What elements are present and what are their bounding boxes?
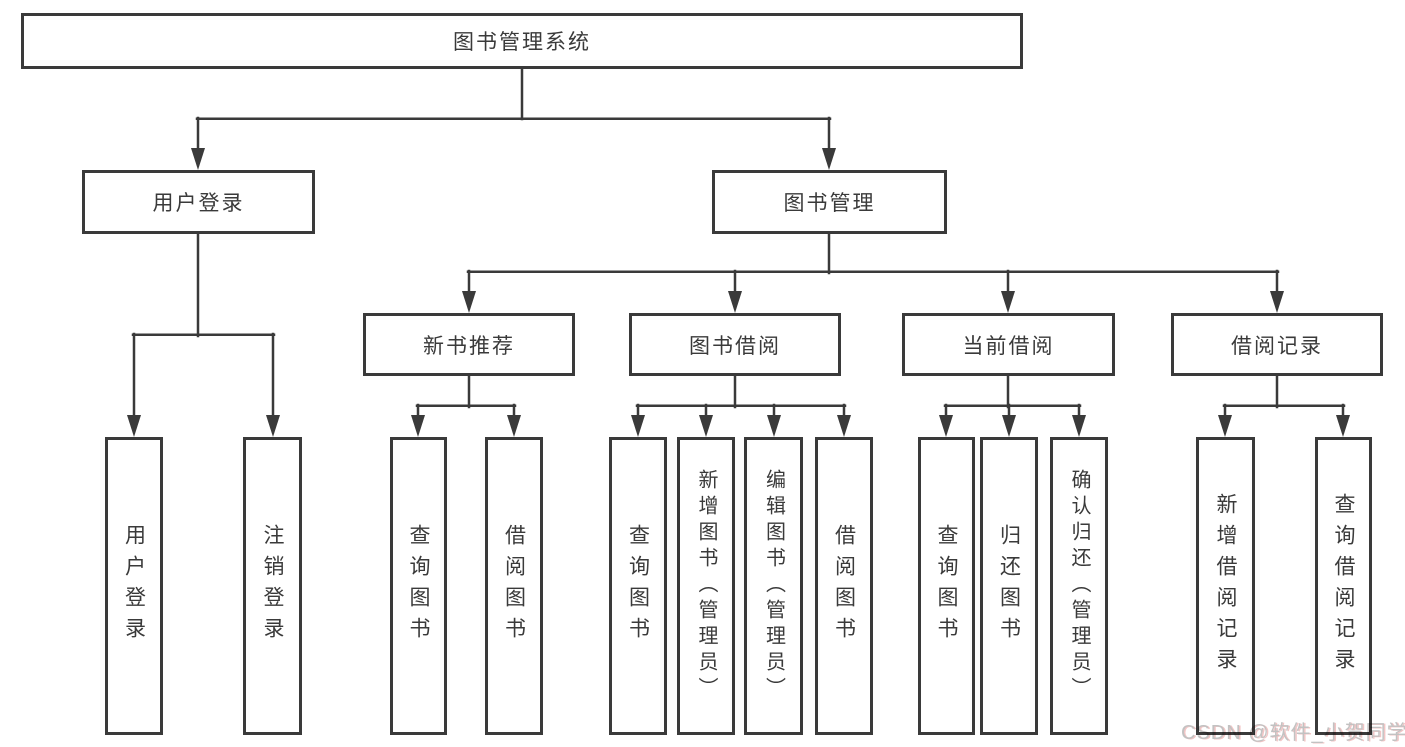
leaf-user-login-label: 用户登录 [122, 524, 146, 648]
leaf-bb-borrow-book: 借阅图书 [815, 437, 873, 735]
node-book-borrowing: 图书借阅 [629, 313, 841, 376]
node-current-borrowing: 当前借阅 [902, 313, 1115, 376]
node-book-management: 图书管理 [712, 170, 947, 234]
leaf-bb-borrow-book-label: 借阅图书 [832, 524, 856, 648]
leaf-nbr-query-book-label: 查询图书 [407, 524, 430, 648]
leaf-user-login: 用户登录 [105, 437, 163, 735]
leaf-bb-edit-book-admin: 编辑图书（管理员） [744, 437, 803, 735]
node-user-login: 用户登录 [82, 170, 315, 234]
leaf-bb-query-book-label: 查询图书 [626, 524, 650, 648]
node-user-login-label: 用户登录 [152, 192, 245, 215]
leaf-cb-return-book-label: 归还图书 [997, 524, 1021, 648]
leaf-bb-query-book: 查询图书 [609, 437, 667, 735]
leaf-br-query-record-label: 查询借阅记录 [1332, 493, 1355, 679]
leaf-bb-add-book-admin: 新增图书（管理员） [677, 437, 735, 735]
node-current-borrowing-label: 当前借阅 [962, 334, 1055, 358]
node-new-book-recommendation-label: 新书推荐 [423, 334, 515, 358]
leaf-bb-edit-book-admin-label: 编辑图书（管理员） [762, 469, 785, 703]
leaf-cb-return-book: 归还图书 [980, 437, 1038, 735]
leaf-nbr-query-book: 查询图书 [390, 437, 447, 735]
node-book-borrowing-label: 图书借阅 [689, 334, 781, 358]
leaf-nbr-borrow-book-label: 借阅图书 [502, 524, 526, 648]
leaf-bb-add-book-admin-label: 新增图书（管理员） [695, 469, 717, 703]
leaf-logout: 注销登录 [243, 437, 302, 735]
leaf-cb-confirm-return-admin-label: 确认归还（管理员） [1068, 469, 1090, 703]
leaf-cb-query-book: 查询图书 [918, 437, 975, 735]
leaf-br-add-record-label: 新增借阅记录 [1214, 493, 1237, 679]
node-root: 图书管理系统 [21, 13, 1023, 69]
leaf-br-query-record: 查询借阅记录 [1315, 437, 1372, 735]
node-borrowing-records-label: 借阅记录 [1231, 334, 1323, 358]
leaf-nbr-borrow-book: 借阅图书 [485, 437, 543, 735]
leaf-cb-query-book-label: 查询图书 [935, 524, 958, 648]
node-root-label: 图书管理系统 [453, 31, 591, 54]
node-book-management-label: 图书管理 [783, 192, 876, 215]
leaf-cb-confirm-return-admin: 确认归还（管理员） [1050, 437, 1108, 735]
node-borrowing-records: 借阅记录 [1171, 313, 1383, 376]
leaf-logout-label: 注销登录 [261, 524, 284, 648]
node-new-book-recommendation: 新书推荐 [363, 313, 575, 376]
csdn-watermark: CSDN @软件_小贺同学 [1181, 722, 1405, 744]
leaf-br-add-record: 新增借阅记录 [1196, 437, 1255, 735]
